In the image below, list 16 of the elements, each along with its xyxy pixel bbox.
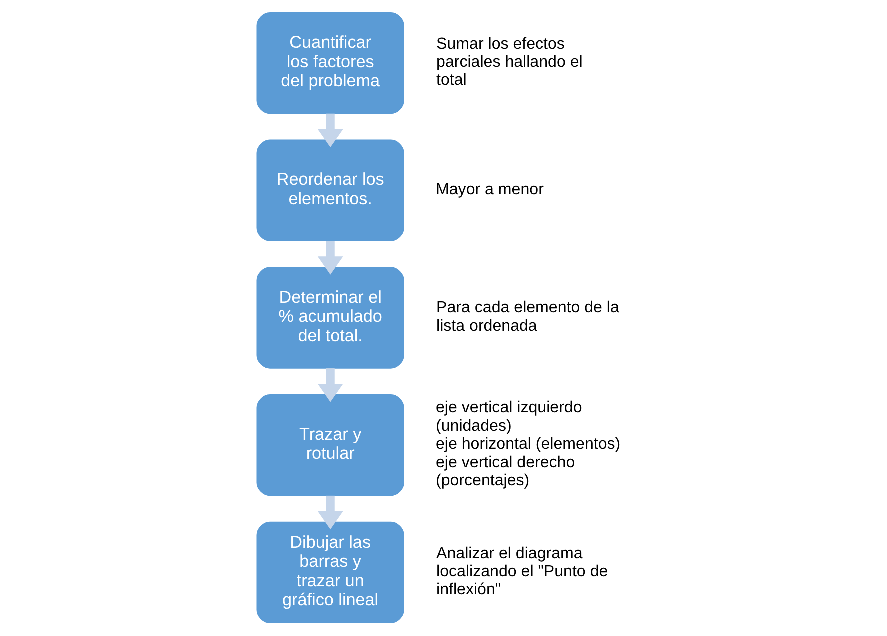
node-label: Analizar el diagrama localizando el "Punto de inflexión" [436,544,608,599]
arrow [318,241,344,275]
arrow [318,368,344,402]
node-label: Para cada elemento de la lista ordenada [436,298,620,335]
node-label: Mayor a menor [436,180,544,198]
node-label: eje vertical izquierdo (unidades) [436,398,582,435]
node-box: Determinar el % acumulado del total. [256,267,404,369]
arrow [318,496,344,530]
node-box: Reordenar los elementos. [256,140,404,242]
node-label: Sumar los efectos parciales hallando el total [436,34,583,90]
node-label: eje horizontal (elementos) [436,435,621,454]
arrow [318,114,344,148]
node-box: Trazar y rotular [256,394,404,496]
node-label: eje vertical derecho (porcentajes) [436,453,576,490]
node-box: Cuantificar los factores del problema [256,12,404,114]
node-box: Dibujar las barras y trazar un gráfico lineal [256,522,404,624]
